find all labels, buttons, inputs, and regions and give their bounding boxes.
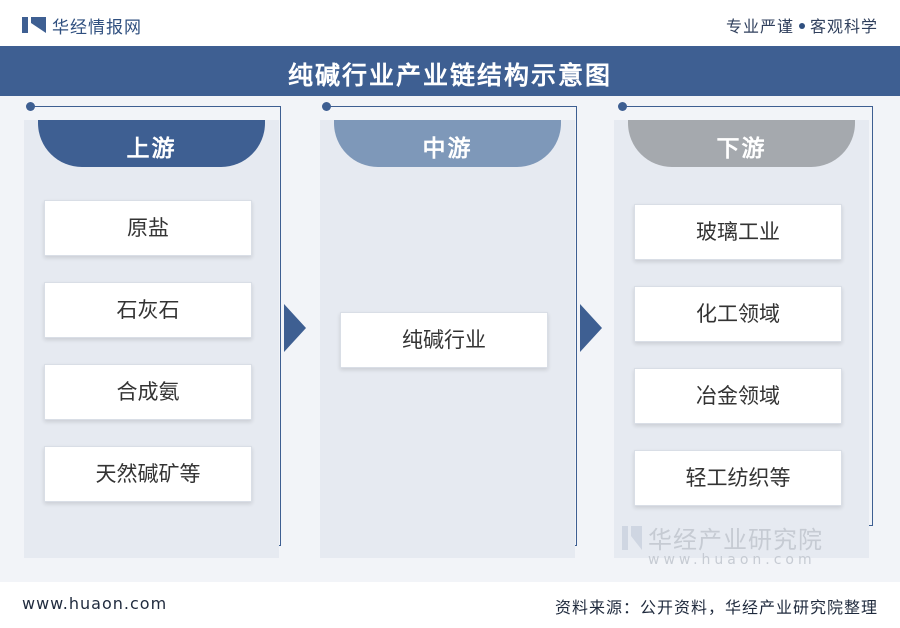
upstream-item: 石灰石	[44, 282, 252, 338]
slogan-left: 专业严谨	[725, 17, 794, 36]
brand-name: 华经情报网	[52, 18, 142, 38]
diagram-title: 纯碱行业产业链结构示意图	[287, 61, 612, 90]
huajing-watermark-logo-icon	[622, 526, 642, 550]
arrow-right-icon	[284, 304, 306, 352]
knob-icon	[322, 102, 331, 111]
slogan: 专业严谨客观科学	[726, 13, 878, 37]
knob-icon	[618, 102, 627, 111]
diagram-stage: 上游 原盐 石灰石 合成氨 天然碱矿等 中游 纯碱行业 下游 玻璃工业 化工领域…	[0, 96, 900, 582]
footer: www.huaon.com 资料来源：公开资料，华经产业研究院整理	[0, 582, 900, 628]
huajing-logo-icon	[22, 17, 46, 33]
midstream-heading: 中游	[334, 120, 561, 167]
midstream-column: 中游 纯碱行业	[320, 120, 575, 558]
title-bar: 纯碱行业产业链结构示意图	[0, 46, 900, 96]
upstream-column: 上游 原盐 石灰石 合成氨 天然碱矿等	[24, 120, 279, 558]
watermark-name: 华经产业研究院	[648, 526, 823, 554]
upstream-heading: 上游	[38, 120, 265, 167]
downstream-heading: 下游	[628, 120, 855, 167]
site-url: www.huaon.com	[22, 594, 168, 613]
source-note: 资料来源：公开资料，华经产业研究院整理	[554, 598, 878, 617]
upstream-item: 天然碱矿等	[44, 446, 252, 502]
watermark-url: www.huaon.com	[648, 552, 816, 568]
midstream-item: 纯碱行业	[340, 312, 548, 368]
downstream-item: 轻工纺织等	[634, 450, 842, 506]
knob-icon	[26, 102, 35, 111]
upstream-item: 合成氨	[44, 364, 252, 420]
dot-separator-icon	[798, 23, 805, 29]
upstream-item: 原盐	[44, 200, 252, 256]
downstream-item: 化工领域	[634, 286, 842, 342]
downstream-column: 下游 玻璃工业 化工领域 冶金领域 轻工纺织等	[614, 120, 869, 558]
slogan-right: 客观科学	[809, 17, 878, 36]
downstream-item: 冶金领域	[634, 368, 842, 424]
arrow-right-icon	[580, 304, 602, 352]
top-bar: 华经情报网 专业严谨客观科学	[0, 0, 900, 46]
downstream-item: 玻璃工业	[634, 204, 842, 260]
